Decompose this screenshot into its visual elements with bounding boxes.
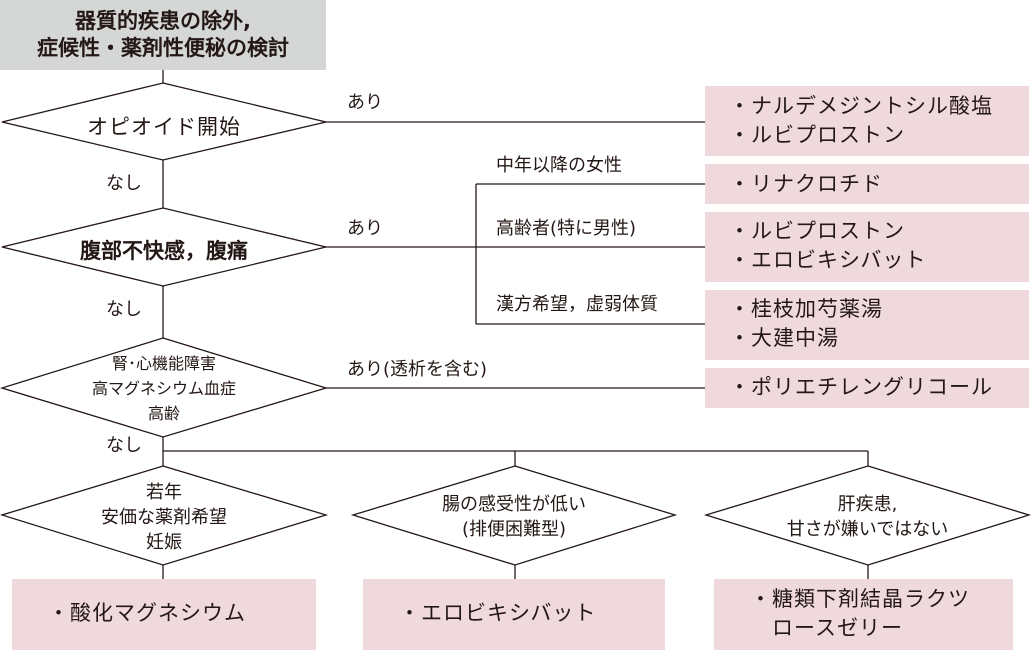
result-item: ・エロビキシバット (729, 248, 927, 272)
start-box-line-1: 器質的疾患の除外, (75, 9, 251, 33)
label-opioid-yes: あり (347, 92, 383, 113)
subgroup-label-elderly: 高齢者(特に男性) (496, 218, 637, 239)
result-box-elderly: ・ルビプロストン ・エロビキシバット (705, 212, 1029, 282)
result-item: ・ナルデメジントシル酸塩 (729, 94, 993, 118)
bottom-3-line-2: 甘さが嫌いではない (786, 519, 949, 540)
bottom-1-line-2: 安価な薬剤希望 (101, 507, 227, 528)
decision-text-bottom-3: 肝疾患, 甘さが嫌いではない (706, 492, 1029, 542)
renal-line-2: 高マグネシウム血症 (91, 379, 236, 398)
result-item: ・リナクロチド (729, 172, 883, 196)
result-box-opioid: ・ナルデメジントシル酸塩 ・ルビプロストン (705, 86, 1029, 156)
subgroup-label-kampo: 漢方希望，虚弱体質 (496, 294, 658, 315)
result-item: ・ポリエチレングリコール (729, 375, 993, 399)
result-box-women: ・リナクロチド (705, 164, 1029, 204)
bottom-3-line-1: 肝疾患, (837, 494, 898, 515)
result-item: ・エロビキシバット (399, 601, 597, 625)
result-box-bottom-3: ・糖類下剤結晶ラクツ ロースゼリー (714, 579, 1013, 650)
result-item: ・桂枝加芍薬湯 (729, 297, 883, 321)
label-abdominal-no: なし (106, 299, 142, 320)
label-renal-yes: あり(透析を含む) (347, 359, 488, 380)
result-item: ・ルビプロストン (729, 219, 905, 243)
label-renal-no: なし (106, 435, 142, 456)
result-item: ・ルビプロストン (729, 123, 905, 147)
decision-text-opioid: オピオイド開始 (87, 115, 241, 139)
subgroup-label-women: 中年以降の女性 (496, 155, 622, 176)
bottom-1-line-1: 若年 (146, 482, 182, 503)
start-box: 器質的疾患の除外, 症候性・薬剤性便秘の検討 (0, 0, 326, 70)
result-item: ・糖類下剤結晶ラクツ (750, 587, 970, 611)
decision-text-renal: 腎･心機能障害 高マグネシウム血症 高齢 (2, 351, 326, 426)
result-box-renal: ・ポリエチレングリコール (705, 368, 1029, 408)
result-item: ・酸化マグネシウム (48, 601, 246, 625)
decision-text-bottom-2: 腸の感受性が低い (排便困難型) (353, 492, 675, 542)
renal-line-1: 腎･心機能障害 (111, 354, 216, 373)
start-box-line-2: 症候性・薬剤性便秘の検討 (37, 36, 289, 60)
decision-text-bottom-1: 若年 安価な薬剤希望 妊娠 (2, 480, 326, 555)
result-item: ・大建中湯 (729, 326, 839, 350)
bottom-2-line-2: (排便困難型) (461, 519, 567, 540)
result-item: ロースゼリー (750, 616, 903, 640)
bottom-1-line-3: 妊娠 (146, 532, 182, 553)
result-box-kampo: ・桂枝加芍薬湯 ・大建中湯 (705, 290, 1029, 360)
label-abdominal-yes: あり (347, 218, 383, 239)
result-box-bottom-2: ・エロビキシバット (363, 579, 665, 650)
renal-line-3: 高齢 (147, 404, 180, 423)
bottom-2-line-1: 腸の感受性が低い (442, 494, 586, 515)
label-opioid-no: なし (106, 173, 142, 194)
result-box-bottom-1: ・酸化マグネシウム (12, 579, 316, 650)
decision-text-abdominal: 腹部不快感，腹痛 (80, 239, 248, 263)
